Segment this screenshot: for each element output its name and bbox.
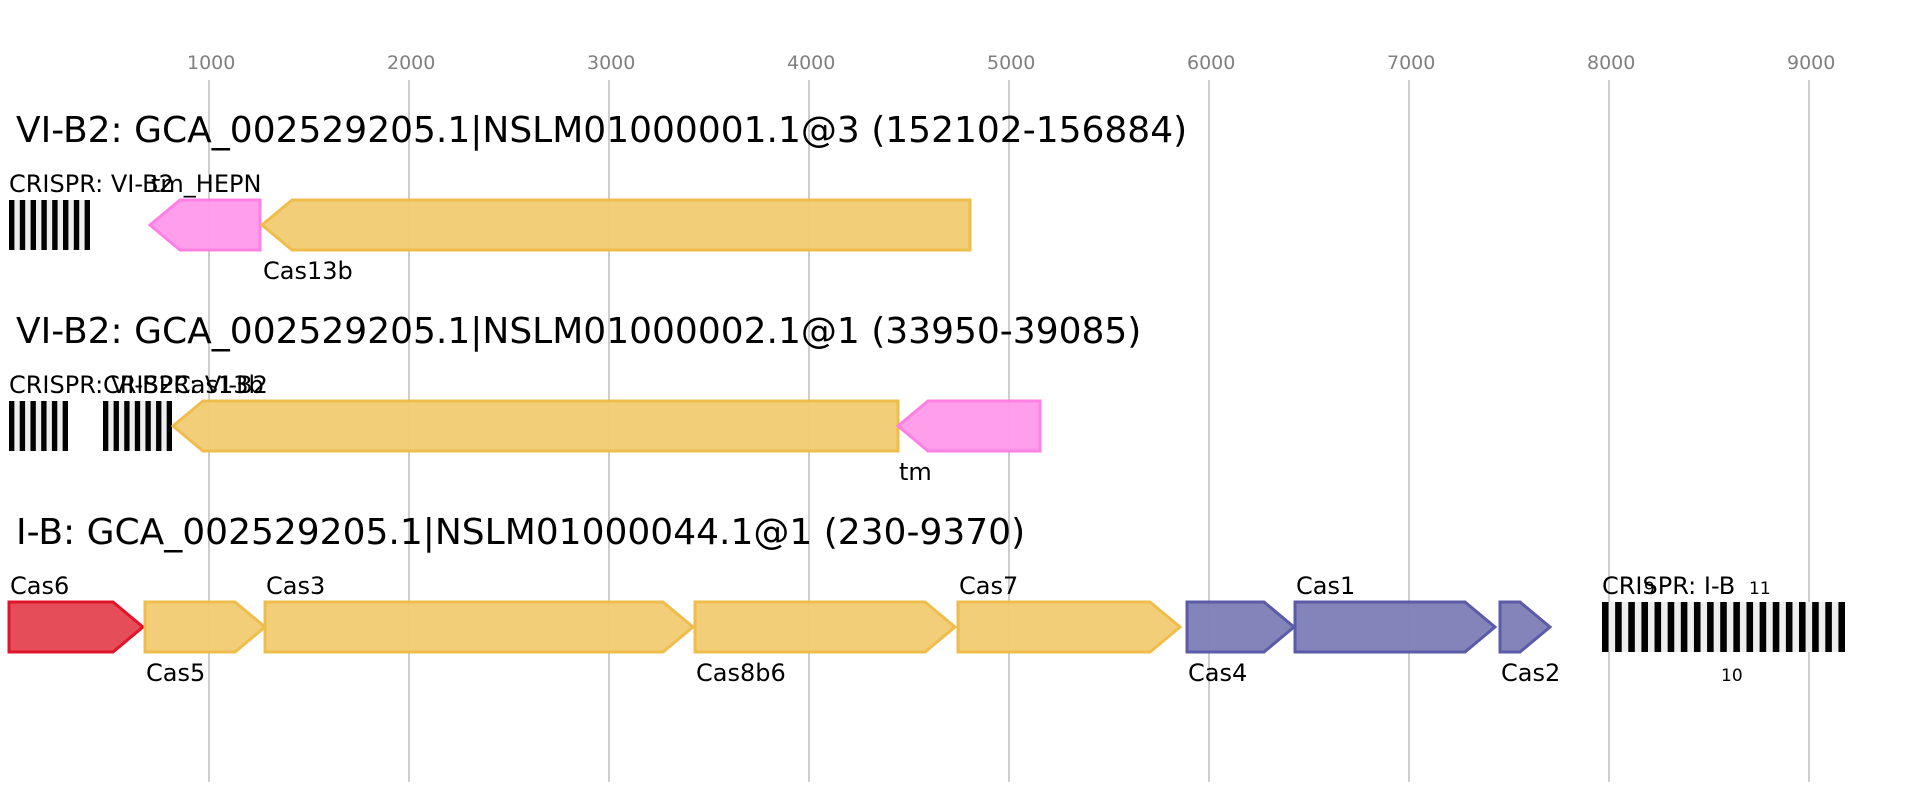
gene-arrow-cas6[interactable] xyxy=(7,600,146,654)
tick-label: 6000 xyxy=(1187,52,1235,74)
gene-label: Cas3 xyxy=(266,572,325,600)
crispr-repeat xyxy=(30,401,36,451)
spacer-index-label: 9 xyxy=(1644,579,1655,599)
spacer-index-label: 11 xyxy=(1749,579,1771,599)
gene-arrow-tm[interactable] xyxy=(895,399,1042,453)
crispr-repeat xyxy=(1615,602,1622,652)
crispr-repeat xyxy=(41,200,47,250)
crispr-repeat xyxy=(51,401,58,451)
crispr-repeat xyxy=(124,401,130,451)
gene-arrow-cas13b[interactable] xyxy=(170,399,900,453)
gene-label: tm_HEPN xyxy=(151,170,261,198)
crispr-array[interactable] xyxy=(9,200,90,250)
tick-label: 4000 xyxy=(787,52,835,74)
gene-label: Cas1 xyxy=(1296,572,1355,600)
track: VI-B2: GCA_002529205.1|NSLM01000001.1@3 … xyxy=(9,110,1187,285)
axis-tick-labels: 1000 2000 3000 4000 5000 6000 7000 8000 9000 xyxy=(187,52,1835,74)
crispr-repeat xyxy=(156,401,162,451)
crispr-repeat xyxy=(19,200,26,250)
crispr-repeat xyxy=(1680,602,1688,652)
crispr-spacer-bg xyxy=(9,401,68,451)
track-title: VI-B2: GCA_002529205.1|NSLM01000001.1@3 … xyxy=(16,110,1187,151)
crispr-repeat xyxy=(1799,602,1806,652)
crispr-repeat xyxy=(19,401,26,451)
crispr-repeat xyxy=(84,200,90,250)
crispr-array[interactable] xyxy=(1602,602,1845,652)
crispr-repeat xyxy=(1707,602,1714,652)
track: VI-B2: GCA_002529205.1|NSLM01000002.1@1 … xyxy=(9,311,1141,486)
crispr-repeat xyxy=(62,401,68,451)
gene-arrow-tm-hepn[interactable] xyxy=(147,198,262,252)
crispr-repeat xyxy=(1720,602,1727,652)
crispr-repeat xyxy=(30,200,36,250)
gene-arrow-cas8b6[interactable] xyxy=(693,600,958,654)
gene-label: Cas7 xyxy=(959,572,1018,600)
crispr-repeat xyxy=(41,401,47,451)
crispr-repeat xyxy=(113,401,119,451)
tick-label: 1000 xyxy=(187,52,235,74)
track-title: VI-B2: GCA_002529205.1|NSLM01000002.1@1 … xyxy=(16,311,1141,352)
crispr-repeat xyxy=(73,200,80,250)
gene-arrow-cas1[interactable] xyxy=(1293,600,1498,654)
crispr-repeat xyxy=(9,401,15,451)
crispr-repeat xyxy=(1759,602,1767,652)
tick-label: 9000 xyxy=(1787,52,1835,74)
track-title: I-B: GCA_002529205.1|NSLM01000044.1@1 (2… xyxy=(16,512,1025,553)
crispr-repeat xyxy=(1667,602,1675,652)
crispr-repeat xyxy=(1825,602,1832,652)
gene-label: Cas13b xyxy=(263,257,353,285)
crispr-repeat xyxy=(1654,602,1662,652)
crispr-label: CRISPR: VI-B2 xyxy=(9,371,174,399)
gene-arrow-cas5[interactable] xyxy=(143,600,268,654)
tick-label: 7000 xyxy=(1387,52,1435,74)
gene-arrow-cas2[interactable] xyxy=(1498,600,1553,654)
crispr-repeat xyxy=(1733,602,1740,652)
crispr-repeat xyxy=(9,200,15,250)
crispr-repeat xyxy=(1602,602,1609,652)
crispr-repeat xyxy=(166,401,172,451)
tick-label: 2000 xyxy=(387,52,435,74)
gene-label: Cas13b xyxy=(174,371,264,399)
crispr-repeat xyxy=(103,401,109,451)
crispr-label: CRISPR: VI-B2 xyxy=(9,170,174,198)
gene-arrow-cas13b[interactable] xyxy=(259,198,972,252)
crispr-repeat xyxy=(1772,602,1780,652)
gene-label: Cas2 xyxy=(1501,659,1560,687)
crispr-repeat xyxy=(63,200,69,250)
spacer-index-label: 10 xyxy=(1721,666,1743,686)
gene-arrow-cas3[interactable] xyxy=(263,600,696,654)
tick-label: 3000 xyxy=(587,52,635,74)
gene-label: Cas5 xyxy=(146,659,205,687)
crispr-label: CRISPR: VI-B2 xyxy=(103,371,268,399)
crispr-repeat xyxy=(1693,602,1701,652)
crispr-repeat xyxy=(1746,602,1754,652)
track: I-B: GCA_002529205.1|NSLM01000044.1@1 (2… xyxy=(7,512,1845,687)
crispr-repeat xyxy=(52,200,58,250)
tracks: VI-B2: GCA_002529205.1|NSLM01000001.1@3 … xyxy=(7,110,1845,687)
gene-label: Cas4 xyxy=(1188,659,1247,687)
crispr-repeat xyxy=(145,401,151,451)
crispr-repeat xyxy=(1628,602,1635,652)
tick-label: 8000 xyxy=(1587,52,1635,74)
crispr-repeat xyxy=(1812,602,1819,652)
crispr-repeat xyxy=(1785,602,1793,652)
crispr-repeat xyxy=(1838,602,1845,652)
gene-label: Cas6 xyxy=(10,572,69,600)
crispr-array[interactable] xyxy=(103,401,172,451)
crispr-label: CRISPR: I-B xyxy=(1602,572,1735,600)
gene-label: tm xyxy=(899,458,932,486)
gene-arrow-cas7[interactable] xyxy=(956,600,1183,654)
tick-label: 5000 xyxy=(987,52,1035,74)
crispr-array[interactable] xyxy=(9,401,68,451)
gene-arrow-cas4[interactable] xyxy=(1185,600,1297,654)
crispr-repeat xyxy=(134,401,141,451)
gene-label: Cas8b6 xyxy=(696,659,786,687)
crispr-repeat xyxy=(1641,602,1648,652)
